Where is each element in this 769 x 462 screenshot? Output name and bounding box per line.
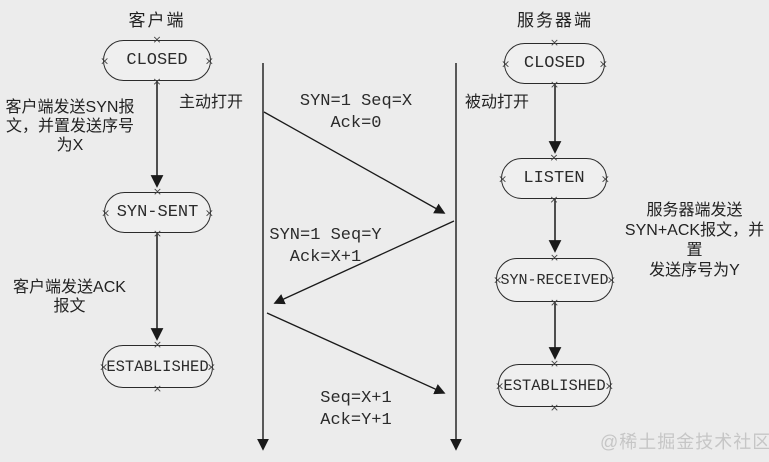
connection-handle-icon (153, 339, 162, 350)
syn-arrow (263, 111, 446, 214)
connection-handle-icon (550, 297, 559, 308)
state-label: ESTABLISHED (106, 357, 209, 376)
server-state-listen: LISTEN (501, 158, 607, 199)
connection-handle-icon (207, 361, 216, 372)
state-label: ESTABLISHED (503, 376, 606, 395)
server-state-established: ESTABLISHED (498, 364, 611, 407)
client-state-established: ESTABLISHED (102, 345, 213, 388)
connection-handle-icon (152, 76, 161, 87)
connection-handle-icon (495, 380, 504, 391)
ack-arrow (266, 312, 446, 395)
connection-handle-icon (605, 380, 614, 391)
client-column-title: 客户端 (128, 11, 186, 30)
connection-handle-icon (550, 358, 559, 369)
connection-handle-icon (549, 194, 558, 205)
server-passive-open-label: 被动打开 (465, 94, 530, 111)
state-label: SYN-RECEIVED (500, 271, 609, 289)
server-syn-ack-note: 服务器端发送 SYN+ACK报文，并置 发送序号为Y (624, 202, 765, 279)
syn-ack-message-label: SYN=1 Seq=Y Ack=X+1 (269, 226, 382, 267)
connection-handle-icon (100, 55, 109, 66)
connection-handle-icon (99, 361, 108, 372)
connection-handle-icon (101, 207, 110, 218)
connection-handle-icon (601, 173, 610, 184)
state-label: SYN-SENT (116, 203, 199, 222)
client-active-open-label: 主动打开 (179, 94, 244, 111)
connection-handle-icon (550, 79, 559, 90)
state-label: CLOSED (523, 54, 586, 73)
connection-handle-icon (501, 58, 510, 69)
state-label: CLOSED (126, 51, 188, 70)
connection-handle-icon (599, 58, 608, 69)
connection-handle-icon (549, 152, 558, 163)
client-syn-note: 客户端发送SYN报 文，并置发送序号 为X (5, 99, 135, 154)
client-state-syn-sent: SYN-SENT (104, 192, 211, 233)
syn-message-label: SYN=1 Seq=X Ack=0 (299, 92, 413, 133)
connection-handle-icon (550, 402, 559, 413)
connection-handle-icon (153, 186, 162, 197)
connection-handle-icon (153, 383, 162, 394)
connection-handle-icon (550, 37, 559, 48)
server-state-syn-received: SYN-RECEIVED (496, 258, 613, 302)
connection-handle-icon (498, 173, 507, 184)
connection-handle-icon (205, 55, 214, 66)
connection-handle-icon (607, 275, 616, 286)
server-column-title: 服务器端 (517, 11, 593, 30)
syn-ack-arrow (273, 220, 455, 305)
ack-message-label: Seq=X+1 Ack=Y+1 (320, 389, 392, 430)
connection-handle-icon (153, 228, 162, 239)
connection-handle-icon (493, 275, 502, 286)
client-state-closed: CLOSED (103, 40, 211, 81)
state-label: LISTEN (523, 169, 585, 188)
client-ack-note: 客户端发送ACK 报文 (13, 279, 126, 315)
watermark-text: @稀土掘金技术社区 (600, 432, 769, 452)
connection-handle-icon (205, 207, 214, 218)
connection-handle-icon (152, 34, 161, 45)
server-state-closed: CLOSED (504, 43, 605, 84)
connection-handle-icon (550, 252, 559, 263)
